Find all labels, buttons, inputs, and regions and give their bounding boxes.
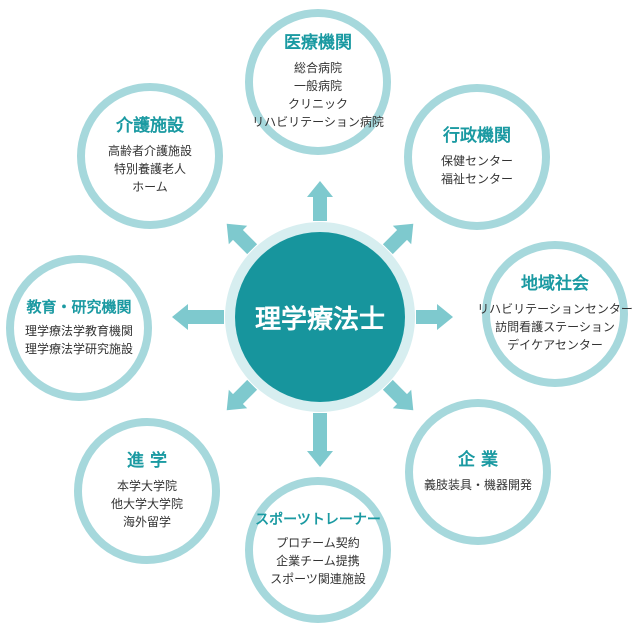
node-item: 一般病院 (294, 79, 343, 94)
node-item: デイケアセンター (507, 338, 603, 353)
node-items: 本学大学院 他大学大学院 海外留学 (111, 477, 183, 531)
arrow-to-medical (307, 181, 333, 221)
node-item: 企業チーム提携 (276, 554, 360, 569)
node-item: 他大学大学院 (110, 497, 183, 512)
node-title: 地域社会 (521, 273, 589, 294)
node-item: 理学療法学教育機関 (24, 324, 133, 338)
node-title: 医療機関 (284, 32, 352, 53)
node-title: スポーツトレーナー (255, 511, 381, 528)
node-item: リハビリテーションセンター (477, 302, 633, 317)
node-title: 教育・研究機関 (26, 298, 132, 316)
node-item: 保健センター (440, 154, 513, 169)
node-medical: 医療機関 総合病院 一般病院 クリニック リハビリテーション病院 (245, 9, 391, 155)
node-admin: 行政機関 保健センター 福祉センター (404, 84, 550, 230)
arrow-to-company (382, 379, 414, 411)
node-title: 行政機関 (443, 125, 511, 146)
node-items: 総合病院 一般病院 クリニック リハビリテーション病院 (252, 59, 384, 131)
arrow-to-community (416, 304, 453, 330)
node-item: 高齢者介護施設 (107, 144, 192, 159)
node-title: 進 学 (127, 450, 167, 471)
node-education: 教育・研究機関 理学療法学教育機関 理学療法学研究施設 (6, 255, 152, 401)
node-item: プロチーム契約 (276, 536, 360, 551)
arrow-to-study (226, 379, 258, 411)
arrow-to-sports (307, 413, 333, 467)
node-item: 本学大学院 (116, 479, 177, 494)
node-item: スポーツ関連施設 (270, 572, 366, 587)
node-study: 進 学 本学大学院 他大学大学院 海外留学 (74, 418, 220, 564)
node-items: 保健センター 福祉センター (441, 152, 513, 188)
node-items: リハビリテーションセンター 訪問看護ステーション デイケアセンター (477, 300, 633, 354)
node-items: 理学療法学教育機関 理学療法学研究施設 (25, 322, 133, 358)
node-title: 企 業 (458, 449, 498, 470)
node-care: 介護施設 高齢者介護施設 特別養護老人 ホーム (77, 83, 223, 229)
node-title: 介護施設 (116, 115, 184, 136)
node-item: 総合病院 (294, 61, 343, 76)
node-items: 義肢装具・機器開発 (424, 476, 532, 494)
arrow-to-admin (382, 223, 414, 255)
arrow-to-education (172, 304, 224, 330)
node-item: 福祉センター (440, 172, 513, 187)
node-community: 地域社会 リハビリテーションセンター 訪問看護ステーション デイケアセンター (477, 241, 633, 387)
node-sports: スポーツトレーナー プロチーム契約 企業チーム提携 スポーツ関連施設 (245, 477, 391, 623)
center-node: 理学療法士 (235, 232, 405, 402)
node-item: ホーム (132, 180, 168, 195)
node-item: リハビリテーション病院 (252, 115, 384, 130)
node-item: 特別養護老人 (113, 162, 186, 177)
center-title: 理学療法士 (254, 304, 385, 335)
node-item: 海外留学 (122, 515, 171, 530)
node-item: クリニック (288, 97, 349, 112)
node-item: 訪問看護ステーション (495, 320, 615, 335)
node-company: 企 業 義肢装具・機器開発 (405, 399, 551, 545)
node-item: 理学療法学研究施設 (24, 342, 133, 356)
node-items: プロチーム契約 企業チーム提携 スポーツ関連施設 (270, 534, 366, 588)
node-items: 高齢者介護施設 特別養護老人 ホーム (108, 142, 192, 196)
arrow-to-care (226, 223, 258, 255)
node-item: 義肢装具・機器開発 (423, 478, 532, 493)
